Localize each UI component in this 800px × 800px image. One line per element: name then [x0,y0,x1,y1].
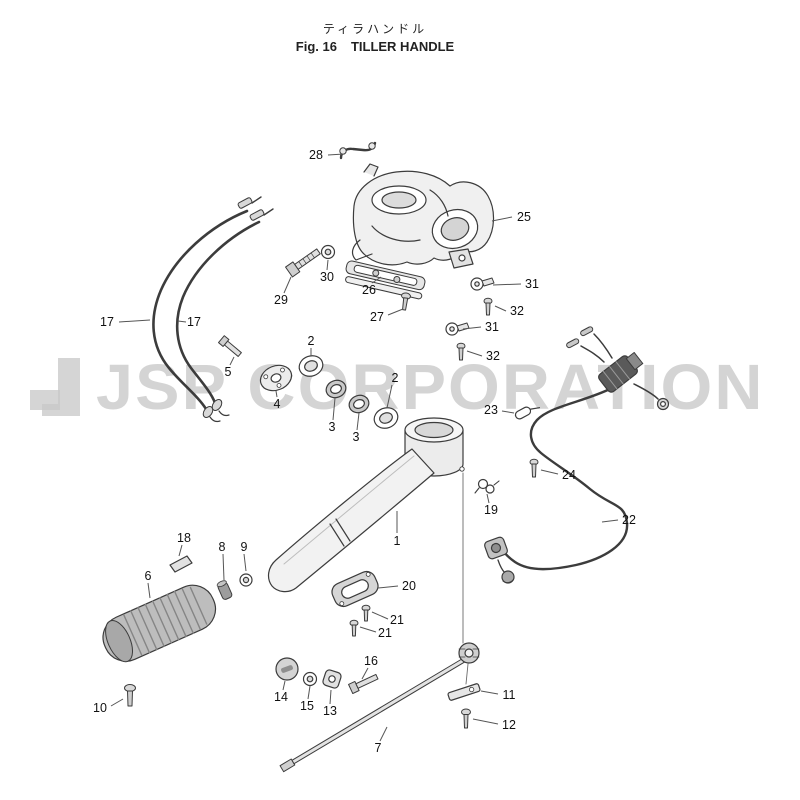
part-21-screw-upper [361,604,371,622]
part-17-cables [152,196,274,423]
part-11-plate [447,683,481,701]
part-12-screw [461,708,471,729]
part-6-grip [102,584,217,663]
part-24-screw [529,458,539,478]
part-25-steering-bracket [351,163,495,269]
leader-line-15-32 [307,685,311,700]
leader-line-22-21 [601,519,619,523]
part-28-clamp [339,141,377,160]
part-21-screw-lower [349,619,359,637]
figure-title-japanese: ティラハンドル [322,22,428,36]
leader-line-3-16 [356,412,360,431]
figure-number: Fig. 16 [295,39,337,54]
part-2-bushing-lower [373,407,399,429]
part-5-bolt [218,335,242,357]
part-26-guide-plate [345,260,426,300]
leader-line-21-29 [359,626,377,633]
part-14-knob [275,657,299,681]
leader-line-6-26 [147,582,151,599]
figure-title-row: Fig. 16 TILLER HANDLE [0,39,750,55]
part-9-washer [239,573,253,587]
part-2-bushing-upper [298,355,324,377]
leader-line-29-4 [283,276,292,294]
part-20-retainer [331,570,379,608]
alignment-lines [462,472,469,685]
leader-line-31-10 [462,326,482,330]
leader-line-8-24 [222,553,225,581]
part-16-bolt [348,673,379,694]
leader-line-32-11 [466,350,483,357]
leader-line-7-35 [379,726,388,742]
leader-line-21-28 [371,611,389,620]
leader-line-9-25 [243,553,247,572]
stop-switch [484,536,508,560]
part-3-washer-upper [325,379,347,399]
part-4-retainer-plate [259,364,293,392]
leader-line-28-0 [327,153,345,156]
part-3-washer-lower [348,394,370,414]
leader-line-16-34 [361,667,369,680]
leader-line-30-5 [326,259,329,271]
figure-title-english: TILLER HANDLE [350,39,455,54]
leader-line-10-30 [110,698,124,707]
leader-line-4-14 [275,390,278,398]
leader-line-12-37 [472,718,499,725]
leader-line-31-8 [492,283,522,286]
leader-lines [110,153,619,742]
part-13-bracket [322,669,342,689]
leader-line-14-31 [282,680,286,691]
leader-line-23-18 [501,410,515,414]
part-31-clamp-upper [470,277,495,291]
part-23-clamp [514,406,541,420]
part-15-washer [302,671,318,687]
part-22-wire-harness [484,326,670,584]
leader-line-13-33 [329,689,332,705]
leader-line-2-17 [386,384,393,409]
part-18-label [169,555,193,573]
leader-line-24-19 [540,469,559,475]
leader-line-3-15 [332,397,336,421]
figure-header: ティラハンドル Fig. 16 TILLER HANDLE [0,22,750,55]
leader-line-26-6 [371,276,382,284]
leader-line-5-12 [229,356,235,366]
part-29-bolt [285,248,321,278]
leader-line-19-20 [486,493,490,504]
part-19-clip [474,478,500,494]
part-32-screw-upper [483,297,493,316]
part-30-washer [320,244,336,260]
leader-line-18-23 [178,544,183,557]
part-7-rod-knob [458,642,480,664]
leader-line-17-3 [177,320,187,323]
part-27-screw [401,292,411,311]
leader-line-27-7 [387,308,404,316]
leader-line-17-2 [118,319,151,323]
leader-line-20-27 [377,585,399,589]
part-1-tiller-arm [267,417,465,593]
part-32-screw-lower [456,342,466,361]
part-8-bushing [216,580,233,600]
leader-line-32-9 [494,305,507,312]
leader-line-25-1 [491,216,513,222]
leader-line-11-36 [480,690,499,695]
part-10-screw [124,684,136,707]
